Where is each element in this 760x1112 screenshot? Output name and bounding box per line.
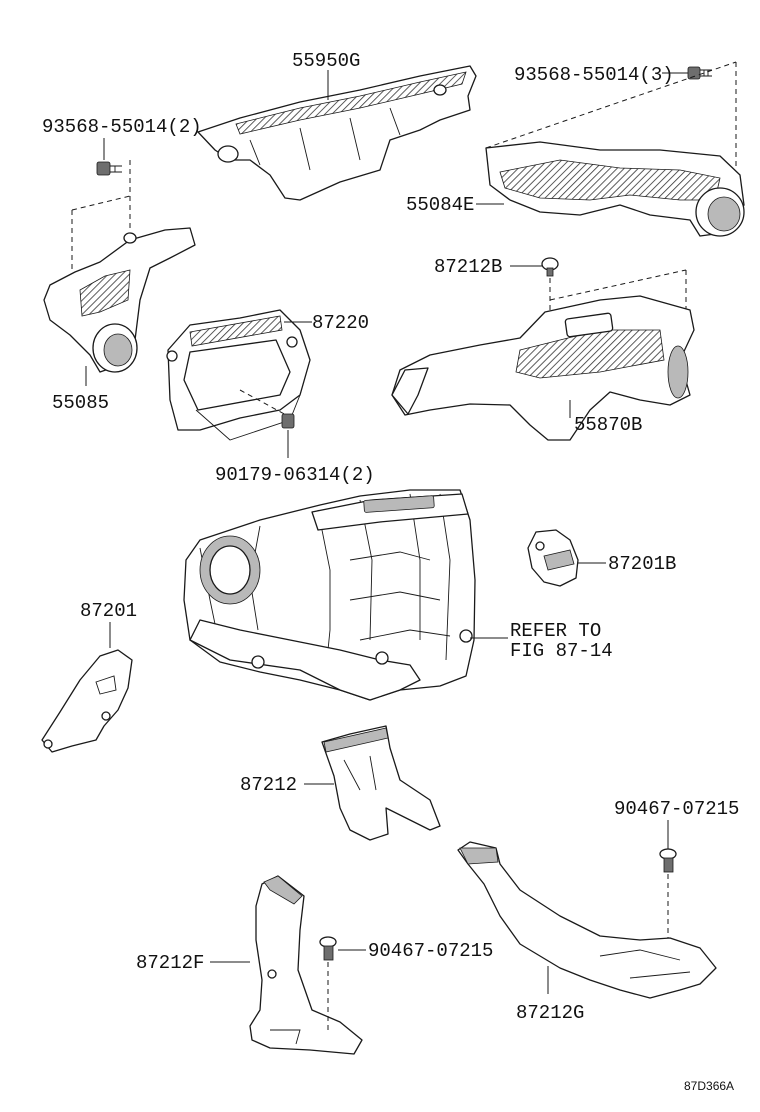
part-55084e-duct[interactable] bbox=[485, 141, 745, 237]
bolt-93568-3-icon[interactable] bbox=[687, 66, 712, 80]
label-55084e: 55084E bbox=[406, 194, 474, 216]
label-87212b: 87212B bbox=[434, 256, 502, 278]
part-55085-duct[interactable] bbox=[43, 227, 196, 373]
label-87201b: 87201B bbox=[608, 553, 676, 575]
part-55870b-duct[interactable] bbox=[391, 295, 695, 441]
part-87201b-bracket[interactable] bbox=[527, 529, 579, 587]
label-55870b: 55870B bbox=[574, 414, 642, 436]
part-87212g-duct[interactable] bbox=[457, 841, 717, 999]
dash-line-bolt-90179 bbox=[239, 389, 289, 417]
part-87220-vent[interactable] bbox=[166, 309, 311, 441]
label-refer-to: REFER TO bbox=[510, 620, 601, 642]
label-refer-fig: FIG 87-14 bbox=[510, 640, 613, 662]
clip-90467-left-icon[interactable] bbox=[319, 936, 337, 961]
label-87212g: 87212G bbox=[516, 1002, 584, 1024]
label-55950g: 55950G bbox=[292, 50, 360, 72]
hvac-unit-assembly[interactable] bbox=[183, 489, 476, 701]
part-55950g-duct[interactable] bbox=[197, 65, 477, 201]
label-bolt-93568-3: 93568-55014(3) bbox=[514, 64, 674, 86]
part-87201-bracket[interactable] bbox=[41, 649, 133, 753]
label-87212: 87212 bbox=[240, 774, 297, 796]
label-bolt-90179: 90179-06314(2) bbox=[215, 464, 375, 486]
label-55085: 55085 bbox=[52, 392, 109, 414]
label-87220: 87220 bbox=[312, 312, 369, 334]
diagram-code: 87D366A bbox=[684, 1079, 734, 1093]
label-bolt-93568-2: 93568-55014(2) bbox=[42, 116, 202, 138]
part-87212f-duct[interactable] bbox=[249, 875, 363, 1055]
dash-line-bolt-3b bbox=[485, 61, 737, 149]
label-87201: 87201 bbox=[80, 600, 137, 622]
bolt-93568-2-icon[interactable] bbox=[96, 161, 122, 176]
clip-90467-right-icon[interactable] bbox=[659, 848, 677, 873]
label-clip-90467-right: 90467-07215 bbox=[614, 798, 739, 820]
clip-87212b-icon[interactable] bbox=[541, 257, 559, 277]
label-87212f: 87212F bbox=[136, 952, 204, 974]
bolt-90179-icon[interactable] bbox=[281, 413, 295, 429]
part-87212-duct[interactable] bbox=[321, 725, 441, 841]
label-clip-90467-left: 90467-07215 bbox=[368, 940, 493, 962]
